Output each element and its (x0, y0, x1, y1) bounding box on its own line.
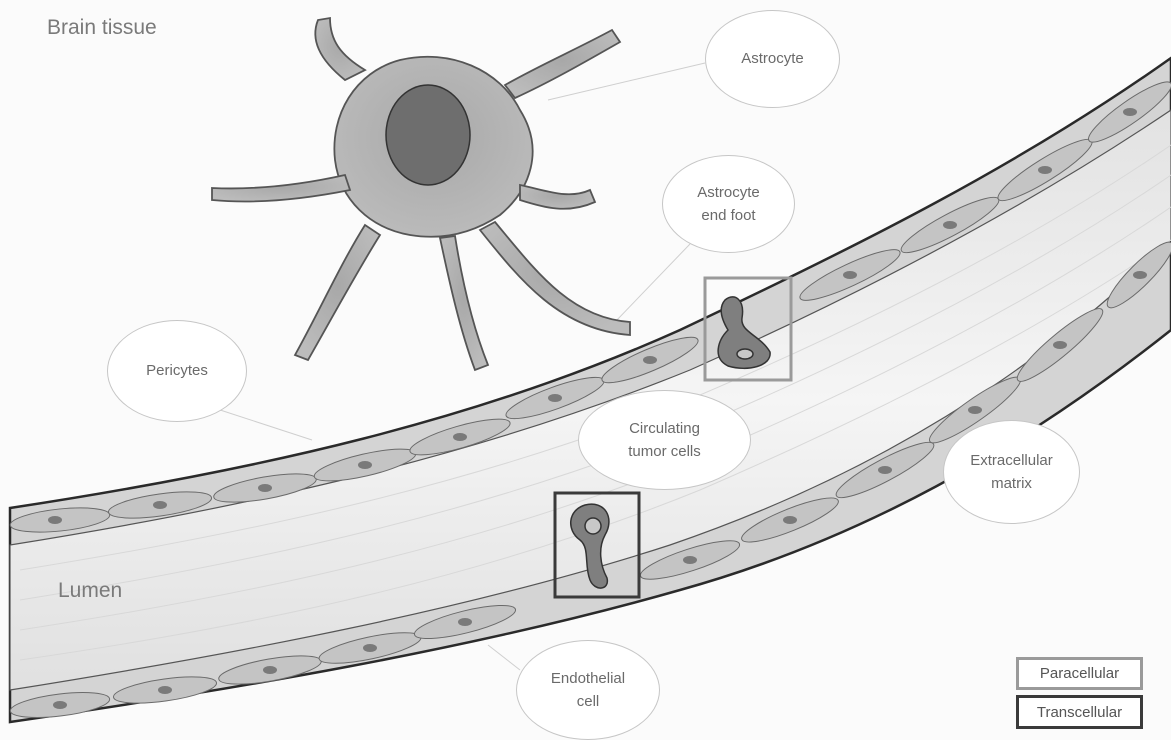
callout-endothelial-cell: Endothelial cell (516, 640, 660, 740)
astrocyte-cell (212, 18, 630, 370)
callout-pericytes: Pericytes (107, 320, 247, 422)
astrocyte-nucleus (386, 85, 470, 185)
callout-astrocyte-text: Astrocyte (741, 47, 804, 70)
callout-astrocyte-end-foot-text: Astrocyte end foot (697, 181, 760, 228)
callout-extracellular-matrix: Extracellular matrix (943, 420, 1080, 524)
lumen-label: Lumen (58, 579, 122, 603)
callout-extracellular-matrix-text: Extracellular matrix (970, 449, 1053, 496)
legend-transcellular: Transcellular (1016, 695, 1143, 729)
brain-tissue-label: Brain tissue (47, 16, 157, 40)
callout-pericytes-text: Pericytes (146, 359, 208, 382)
leader-endothelial (488, 645, 520, 670)
legend-paracellular-label: Paracellular (1040, 665, 1119, 682)
callout-circulating-tumor-cells-text: Circulating tumor cells (628, 417, 701, 464)
callout-endothelial-cell-text: Endothelial cell (551, 667, 625, 714)
leader-pericytes (214, 408, 312, 440)
legend-transcellular-label: Transcellular (1037, 704, 1122, 721)
legend-paracellular: Paracellular (1016, 657, 1143, 690)
leader-end-foot (615, 244, 690, 322)
callout-circulating-tumor-cells: Circulating tumor cells (578, 390, 751, 490)
callout-astrocyte: Astrocyte (705, 10, 840, 108)
callout-astrocyte-end-foot: Astrocyte end foot (662, 155, 795, 253)
